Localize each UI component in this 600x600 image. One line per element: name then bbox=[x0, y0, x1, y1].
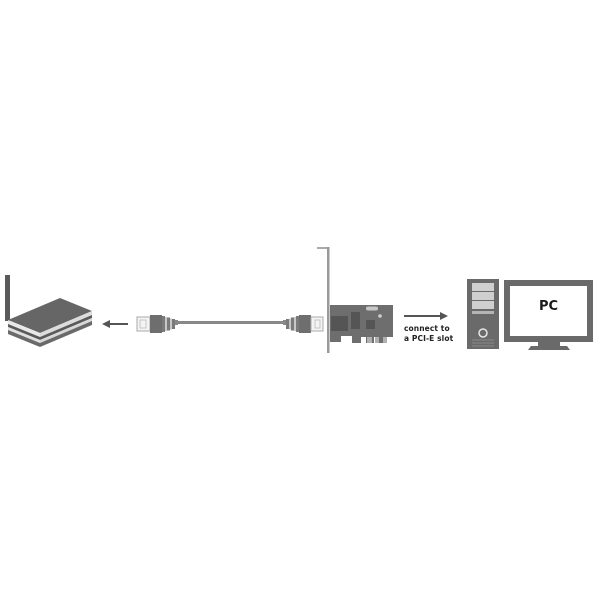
arrow-to-pc bbox=[404, 312, 448, 320]
router-antenna bbox=[5, 275, 10, 321]
port-chip bbox=[331, 316, 348, 331]
caption-line-1: connect to bbox=[404, 324, 450, 333]
pcb-board bbox=[330, 305, 393, 343]
cable-wire bbox=[178, 321, 284, 324]
right-rj45-plug bbox=[283, 315, 324, 333]
power-button-icon bbox=[478, 328, 488, 338]
pci-e-caption: connect to a PCI-E slot bbox=[404, 324, 453, 344]
router-top bbox=[8, 298, 92, 333]
controller-chip bbox=[351, 312, 360, 329]
wireless-router-icon bbox=[5, 275, 92, 347]
pci-express-network-card-icon bbox=[317, 247, 393, 353]
pc-label: PC bbox=[538, 299, 559, 314]
bracket bbox=[327, 247, 330, 353]
monitor-icon bbox=[504, 280, 593, 350]
monitor-screen bbox=[510, 286, 587, 336]
left-rj45-plug bbox=[136, 315, 178, 333]
bracket-top bbox=[317, 247, 329, 249]
arrow-to-router bbox=[102, 320, 128, 328]
caption-line-2: a PCI-E slot bbox=[404, 334, 454, 343]
rj45-ethernet-cable-icon bbox=[136, 315, 324, 333]
pc-tower-icon bbox=[467, 279, 499, 349]
